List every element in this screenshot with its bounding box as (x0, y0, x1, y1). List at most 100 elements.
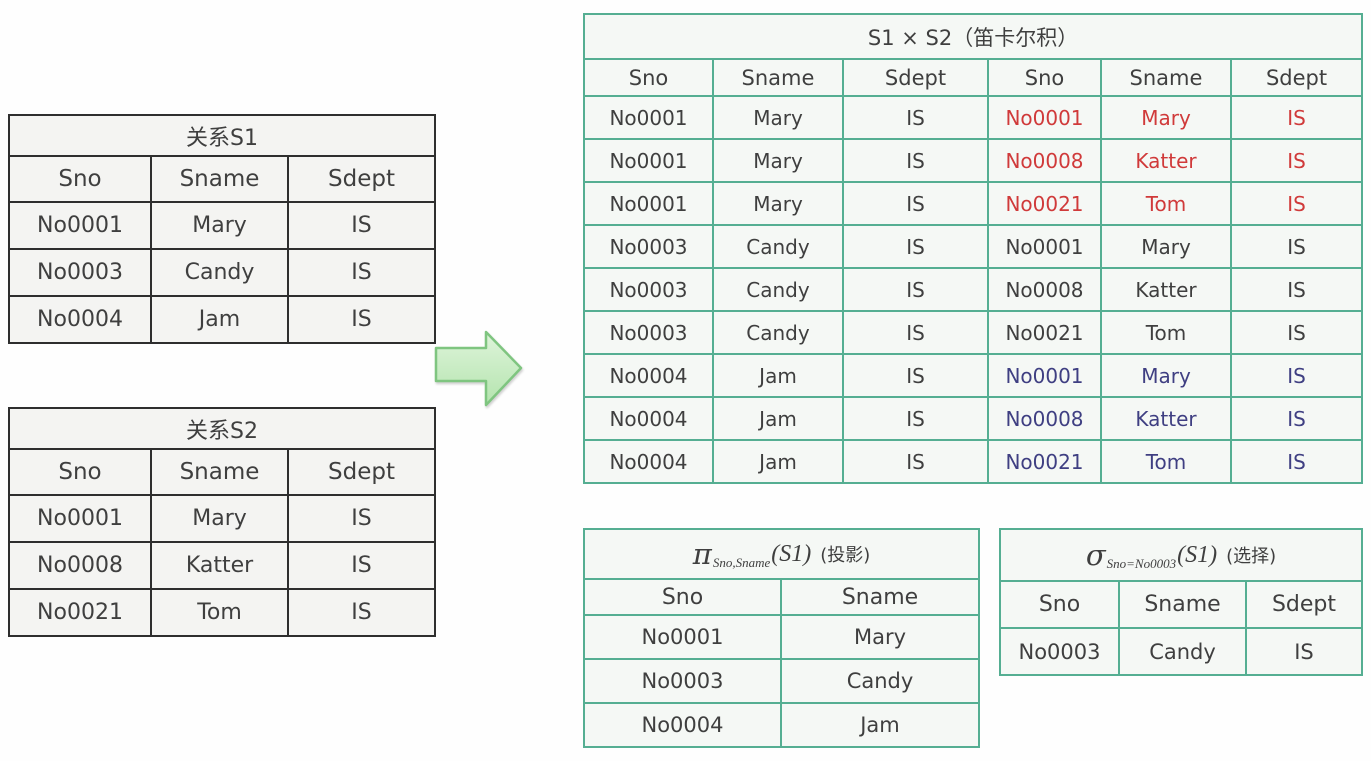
cell: Jam (150, 295, 289, 344)
relation-s2-table: 关系S2 Sno Sname Sdept No0001 Mary IS No00… (8, 407, 436, 637)
cell: IS (842, 310, 989, 355)
cell: No0001 (8, 201, 152, 250)
formula-subscript: Sno,Sname (712, 555, 771, 570)
table-title-row: σ Sno=No0003 (S1) (选择) (999, 528, 1363, 582)
cell: No0004 (583, 439, 714, 484)
column-header: Sno (8, 155, 152, 203)
cell: Candy (712, 267, 844, 312)
cell: IS (287, 588, 436, 637)
cell: IS (1229, 138, 1364, 183)
cell: IS (842, 95, 989, 140)
table-header-row: Sno Sname Sdept (999, 580, 1363, 629)
sigma-symbol: σ (1085, 537, 1106, 572)
cell: Mary (150, 201, 289, 250)
cell: Katter (1100, 396, 1232, 441)
cell: No0001 (987, 224, 1102, 269)
table-row: No0008 Katter IS (8, 541, 436, 590)
cell: Candy (779, 658, 981, 704)
table-row: No0003 Candy IS No0008 Katter IS (583, 267, 1364, 312)
cell: Tom (1100, 439, 1232, 484)
cell: IS (1245, 627, 1363, 676)
cell: Tom (150, 588, 289, 637)
column-header: Sdept (1245, 580, 1363, 629)
column-header: Sno (987, 58, 1102, 97)
table-row: No0003 Candy (583, 658, 981, 704)
table-title: S1 × S2（笛卡尔积） (582, 13, 1364, 60)
cell: Candy (150, 248, 289, 297)
table-header-row: Sno Sname Sdept Sno Sname Sdept (583, 58, 1364, 97)
table-row: No0004 Jam IS (8, 295, 436, 344)
table-row: No0001 Mary IS No0001 Mary IS (583, 95, 1364, 140)
cell: No0021 (987, 439, 1102, 484)
table-title: σ Sno=No0003 (S1) (选择) (999, 528, 1363, 582)
table-title-row: S1 × S2（笛卡尔积） (582, 13, 1364, 60)
column-header: Sname (712, 58, 844, 97)
cell: IS (1229, 267, 1364, 312)
cell: IS (842, 181, 989, 226)
column-header: Sdept (842, 58, 989, 97)
column-header: Sno (583, 578, 782, 616)
column-header: Sdept (287, 448, 436, 496)
cell: Katter (1100, 138, 1232, 183)
column-header: Sdept (287, 155, 436, 203)
cell: No0003 (583, 658, 782, 704)
cell: No0003 (999, 627, 1120, 676)
table-title-row: π Sno,Sname (S1) (投影) (582, 528, 981, 580)
cell: No0003 (583, 267, 714, 312)
cell: No0021 (8, 588, 152, 637)
cell: IS (1229, 353, 1364, 398)
cell: Katter (150, 541, 289, 590)
cell: Mary (1100, 224, 1232, 269)
cell: Candy (712, 310, 844, 355)
cell: No0003 (8, 248, 152, 297)
cell: IS (1229, 310, 1364, 355)
table-row: No0001 Mary IS No0021 Tom IS (583, 181, 1364, 226)
cell: No0004 (583, 353, 714, 398)
column-header: Sname (1118, 580, 1247, 629)
cell: No0004 (583, 702, 782, 748)
table-row: No0003 Candy IS No0021 Tom IS (583, 310, 1364, 355)
table-row: No0001 Mary IS (8, 494, 436, 543)
column-header: Sname (1100, 58, 1232, 97)
cell: IS (1229, 224, 1364, 269)
formula-note: (选择) (1226, 546, 1277, 567)
table-row: No0003 Candy IS (999, 627, 1363, 676)
cell: Jam (712, 439, 844, 484)
cell: No0008 (987, 138, 1102, 183)
cell: Mary (1100, 95, 1232, 140)
cell: IS (1229, 439, 1364, 484)
cell: No0001 (8, 494, 152, 543)
column-header: Sno (999, 580, 1120, 629)
projection-table: π Sno,Sname (S1) (投影) Sno Sname No0001 M… (582, 528, 981, 748)
table-title-row: 关系S1 (8, 114, 436, 157)
table-row: No0004 Jam IS No0001 Mary IS (583, 353, 1364, 398)
cell: IS (842, 138, 989, 183)
cell: IS (287, 201, 436, 250)
column-header: Sno (583, 58, 714, 97)
table-row: No0004 Jam IS No0008 Katter IS (583, 396, 1364, 441)
cell: IS (1229, 95, 1364, 140)
cell: Mary (1100, 353, 1232, 398)
table-row: No0021 Tom IS (8, 588, 436, 637)
table-row: No0004 Jam (583, 702, 981, 748)
selection-table: σ Sno=No0003 (S1) (选择) Sno Sname Sdept N… (999, 528, 1363, 676)
formula-note: (投影) (820, 545, 871, 566)
cell: No0004 (8, 295, 152, 344)
cell: IS (842, 224, 989, 269)
cell: IS (842, 439, 989, 484)
formula-argument: (S1) (771, 540, 812, 567)
table-row: No0001 Mary (583, 614, 981, 660)
cell: Katter (1100, 267, 1232, 312)
column-header: Sname (779, 578, 981, 616)
cell: Mary (712, 95, 844, 140)
cell: IS (1229, 396, 1364, 441)
table-row: No0004 Jam IS No0021 Tom IS (583, 439, 1364, 484)
cell: Tom (1100, 310, 1232, 355)
cell: No0008 (8, 541, 152, 590)
cell: Candy (1118, 627, 1247, 676)
cell: IS (287, 295, 436, 344)
column-header: Sname (150, 155, 289, 203)
cell: No0001 (987, 353, 1102, 398)
cell: No0003 (583, 224, 714, 269)
